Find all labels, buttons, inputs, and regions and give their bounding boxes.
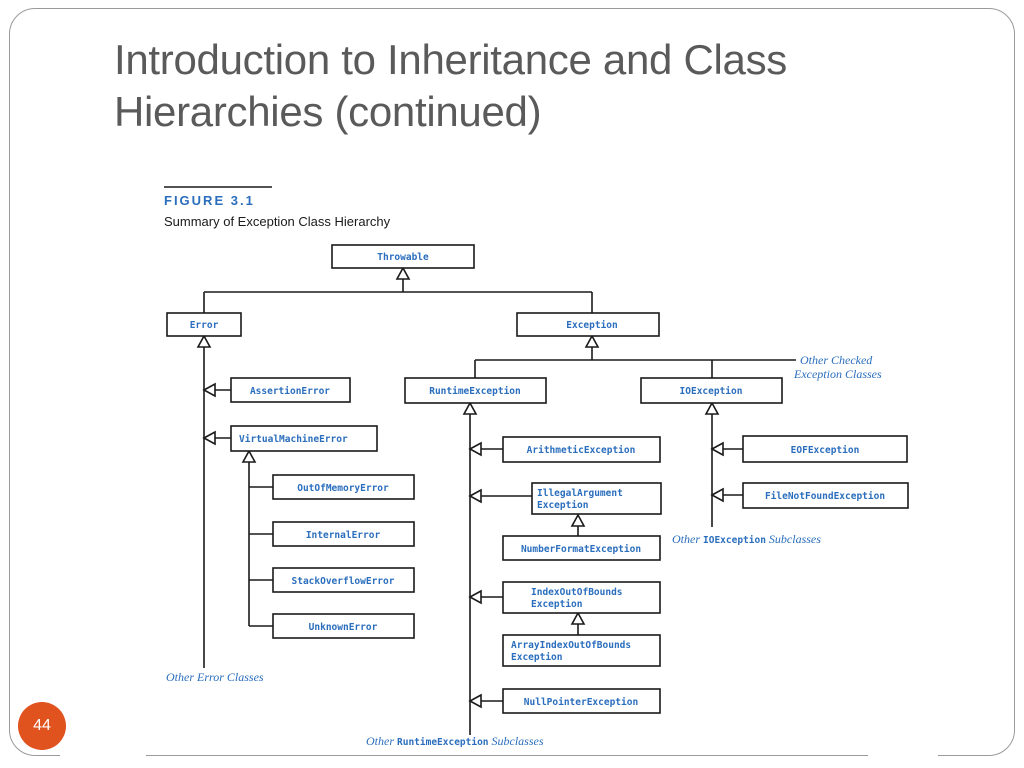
inherit-arrow-index xyxy=(468,589,482,605)
svg-text:Throwable: Throwable xyxy=(377,252,429,263)
inherit-arrow-assertion xyxy=(202,382,216,398)
inherit-arrow-error xyxy=(196,334,212,348)
svg-text:StackOverflowError: StackOverflowError xyxy=(292,576,395,587)
svg-text:Exception: Exception xyxy=(511,652,562,663)
svg-text:ArithmeticException: ArithmeticException xyxy=(527,445,636,456)
inherit-arrow-vm-children xyxy=(241,449,257,463)
svg-text:Exception: Exception xyxy=(537,500,588,511)
frame-gap-left xyxy=(60,754,146,760)
figure-label: FIGURE 3.1 xyxy=(164,193,255,208)
svg-text:RuntimeException: RuntimeException xyxy=(429,386,521,397)
svg-text:IndexOutOfBounds: IndexOutOfBounds xyxy=(531,587,623,598)
inherit-arrow-eof xyxy=(710,441,724,457)
note-other-io-subclasses: Other IOException Subclasses xyxy=(672,532,821,546)
class-box-throwable: Throwable xyxy=(331,244,475,269)
svg-text:VirtualMachineError: VirtualMachineError xyxy=(239,434,348,445)
class-box-out-of-memory-error: OutOfMemoryError xyxy=(272,474,415,500)
title-line-2: Hierarchies (continued) xyxy=(114,88,542,135)
svg-text:NullPointerException: NullPointerException xyxy=(524,697,638,708)
note-other-checked-line2: Exception Classes xyxy=(793,367,882,381)
slide-title: Introduction to Inheritance and Class Hi… xyxy=(114,34,954,138)
class-box-null-pointer-exception: NullPointerException xyxy=(502,688,661,714)
class-box-stack-overflow-error: StackOverflowError xyxy=(272,567,415,593)
note-other-error-classes: Other Error Classes xyxy=(166,670,264,684)
inherit-arrow-nullptr xyxy=(468,693,482,709)
svg-text:Exception: Exception xyxy=(531,599,582,610)
class-box-illegal-argument-exception: IllegalArgument Exception xyxy=(531,482,662,515)
svg-text:UnknownError: UnknownError xyxy=(309,622,378,633)
svg-text:ArrayIndexOutOfBounds: ArrayIndexOutOfBounds xyxy=(511,640,631,651)
class-box-file-not-found-exception: FileNotFoundException xyxy=(742,482,909,509)
page-number-badge: 44 xyxy=(18,702,66,750)
class-box-array-index-out-of-bounds-exception: ArrayIndexOutOfBounds Exception xyxy=(502,634,661,667)
class-box-assertion-error: AssertionError xyxy=(230,377,351,403)
svg-text:IllegalArgument: IllegalArgument xyxy=(537,488,623,499)
class-box-eof-exception: EOFException xyxy=(742,435,908,463)
inherit-arrow-arith xyxy=(468,441,482,457)
class-box-internal-error: InternalError xyxy=(272,521,415,547)
svg-text:NumberFormatException: NumberFormatException xyxy=(521,544,641,555)
svg-text:FileNotFoundException: FileNotFoundException xyxy=(765,491,885,502)
class-box-exception: Exception xyxy=(516,312,660,337)
page-number: 44 xyxy=(33,717,51,734)
title-line-1: Introduction to Inheritance and Class xyxy=(114,36,787,83)
class-box-virtual-machine-error: VirtualMachineError xyxy=(230,425,378,452)
class-box-error: Error xyxy=(166,312,242,337)
note-other-runtime-subclasses: Other RuntimeException Subclasses xyxy=(366,734,544,748)
class-box-arithmetic-exception: ArithmeticException xyxy=(502,436,661,463)
class-box-io-exception: IOException xyxy=(640,377,783,404)
inherit-arrow-throwable xyxy=(395,266,411,280)
svg-text:AssertionError: AssertionError xyxy=(250,386,330,397)
svg-text:Error: Error xyxy=(190,320,219,331)
svg-text:IOException: IOException xyxy=(680,386,743,397)
svg-text:EOFException: EOFException xyxy=(791,445,860,456)
class-box-index-out-of-bounds-exception: IndexOutOfBounds Exception xyxy=(502,581,661,614)
class-box-unknown-error: UnknownError xyxy=(272,613,415,639)
inherit-arrow-exception xyxy=(584,334,600,348)
figure-caption: Summary of Exception Class Hierarchy xyxy=(164,214,391,229)
frame-gap-right xyxy=(868,754,938,760)
class-box-number-format-exception: NumberFormatException xyxy=(502,535,661,561)
svg-text:InternalError: InternalError xyxy=(306,530,381,541)
inherit-arrow-runtime xyxy=(462,401,478,415)
inherit-arrow-arrayindex xyxy=(570,611,586,625)
inherit-arrow-vm xyxy=(202,430,216,446)
inherit-arrow-io xyxy=(704,401,720,415)
inherit-arrow-numberformat xyxy=(570,513,586,527)
inherit-arrow-illegal xyxy=(468,488,482,504)
class-box-runtime-exception: RuntimeException xyxy=(404,377,547,404)
inherit-arrow-fnf xyxy=(710,487,724,503)
note-other-checked-line1: Other Checked xyxy=(800,353,873,367)
svg-text:Exception: Exception xyxy=(566,320,617,331)
svg-text:OutOfMemoryError: OutOfMemoryError xyxy=(297,483,389,494)
